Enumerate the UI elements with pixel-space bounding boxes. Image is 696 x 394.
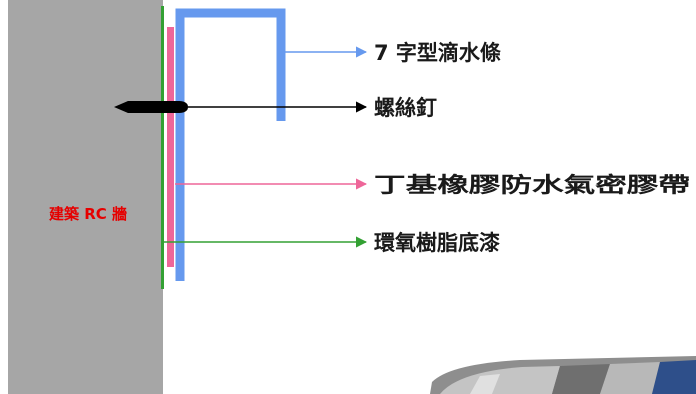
- label-drip-edge: 7 字型滴水條: [374, 41, 501, 65]
- drip-edge-profile: [175, 8, 286, 281]
- screw-head: [114, 101, 188, 113]
- wall-label: 建築 RC 牆: [49, 205, 127, 223]
- partial-photo: [430, 356, 696, 394]
- label-tape: 丁基橡膠防水氣密膠帶: [374, 173, 690, 197]
- rc-wall: [8, 0, 163, 394]
- label-primer: 環氧樹脂底漆: [374, 231, 500, 255]
- label-screw: 螺絲釘: [374, 96, 437, 120]
- butyl-tape-strip: [167, 27, 174, 267]
- epoxy-primer-layer: [161, 6, 164, 289]
